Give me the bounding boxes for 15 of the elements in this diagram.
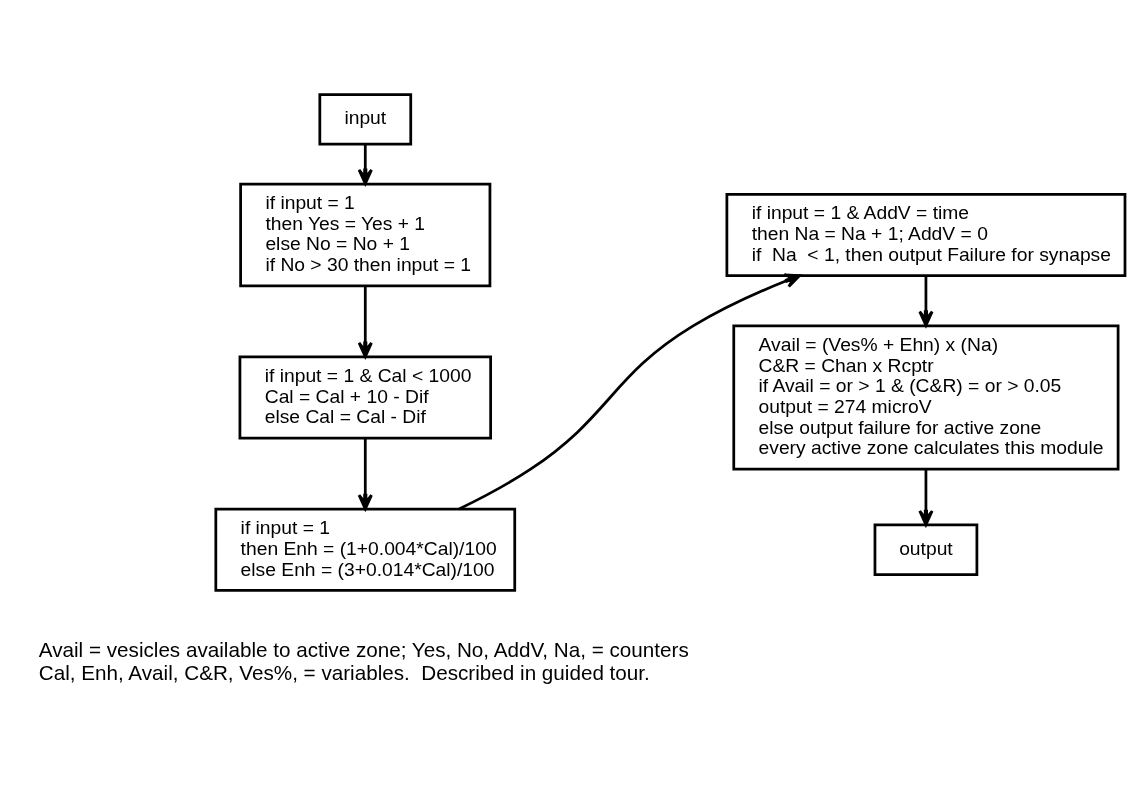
node-box: if input = 1 & Cal < 1000 Cal = Cal + 10 - Dif else Cal = Cal - Dif [238, 355, 492, 440]
node-box: if input = 1 then Yes = Yes + 1 else No = No + 1 if No > 30 then input = 1 [239, 182, 492, 287]
arrow [357, 437, 373, 510]
node-box: input [318, 92, 413, 145]
arrow [918, 275, 934, 327]
label: Cal, Enh, Avail, C&R, Ves%, = variables. Described in guided tour. [38, 660, 650, 684]
arrow [458, 273, 801, 510]
node-box: if input = 1 then Enh = (1+0.004*Cal)/100 else Enh = (3+0.014*Cal)/100 [214, 507, 517, 592]
arrow [357, 285, 373, 358]
label: Avail = vesicles available to active zone; Yes, No, AddV, Na, = counters [38, 637, 689, 661]
node-box: Avail = (Ves% + Ehn) x (Na) C&R = Chan x Rcptr if Avail = or > 1 & (C&R) = or > 0.05 output = 274 microV else output failure for active zone every active zone calculates this module [732, 324, 1120, 471]
node-box: if input = 1 & AddV = time then Na = Na + 1; AddV = 0 if Na < 1, then output Failure for synapse [725, 192, 1127, 277]
arrow [918, 468, 934, 526]
node-box: output [873, 523, 979, 576]
arrow [357, 144, 373, 185]
